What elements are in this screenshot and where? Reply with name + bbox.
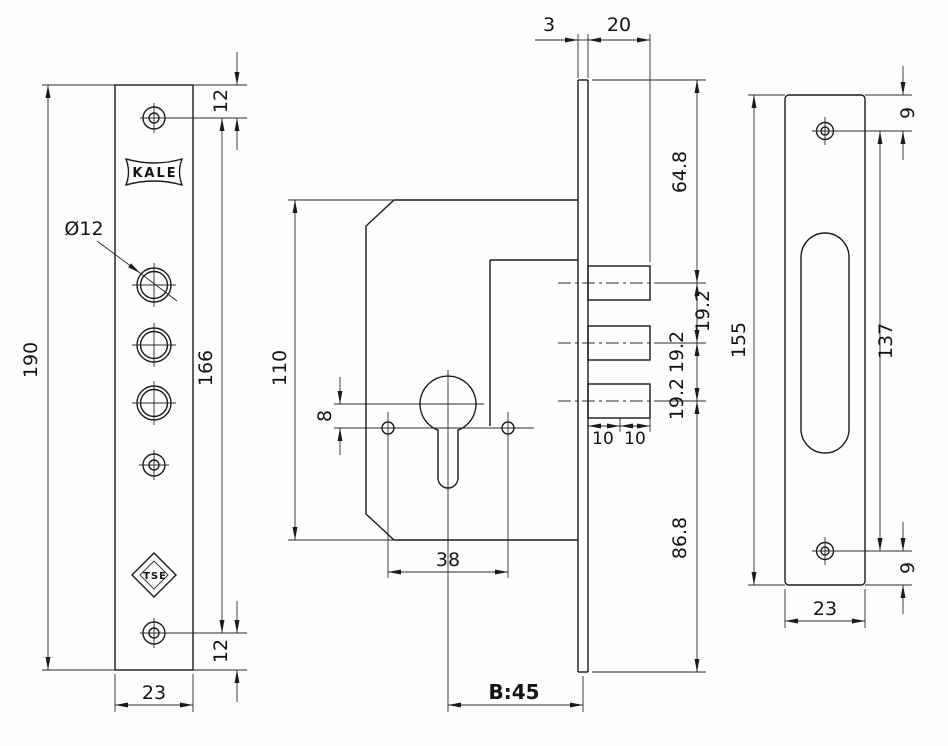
fixing-hole-left (381, 412, 395, 578)
left-view-faceplate: KALE Ø12 (20, 52, 247, 712)
deadbolt-1 (558, 265, 662, 301)
dim-right-width-label: 23 (813, 598, 837, 620)
lock-case-outline (365, 199, 578, 541)
bolt-hole-2 (132, 323, 176, 367)
middle-view-lock-body: 110 8 38 B:45 3 20 (269, 14, 714, 712)
middle-screw-hole (139, 450, 169, 480)
bolt-hole-3 (132, 381, 176, 425)
hole-diameter-label: Ø12 (64, 218, 103, 240)
inner-case-step (489, 259, 578, 426)
rear-top-screw-hole (812, 117, 912, 145)
cylinder-center-lines (334, 370, 534, 712)
dim-face-thickness-label: 3 (543, 14, 555, 36)
dim-right-top-offset-label: 9 (897, 107, 919, 119)
dim-left-hole-span-label: 166 (195, 350, 217, 386)
dim-body-height-label: 110 (269, 350, 291, 386)
bottom-screw-hole (140, 618, 247, 648)
dim-throw-b-label: 10 (624, 429, 646, 449)
kale-logo: KALE (124, 157, 184, 187)
dim-bolt-gap-3-label: 19.2 (666, 378, 688, 420)
deadbolt-2 (558, 325, 662, 361)
faceplate-outline (114, 84, 194, 671)
tse-mark-label: TSE (143, 571, 167, 582)
dim-left-width-label: 23 (142, 682, 166, 704)
deadbolt-3 (558, 383, 662, 419)
rear-plate-outline (784, 94, 866, 586)
rear-bottom-screw-hole (812, 537, 912, 565)
right-view-dimensions: 155 137 9 9 23 (728, 66, 919, 628)
hole-diameter-leader: Ø12 (64, 218, 178, 302)
dim-bolt-throw-label: 20 (607, 14, 631, 36)
fixing-hole-right (501, 412, 515, 578)
dim-left-bottom-offset-label: 12 (210, 639, 232, 663)
tse-mark: TSE (131, 552, 177, 598)
dim-hole-span-label: 38 (436, 549, 460, 571)
dim-bolt-gap-2-label: 19.2 (666, 331, 688, 373)
right-view-plate: 155 137 9 9 23 (728, 66, 919, 628)
euro-cylinder-hole (419, 375, 477, 489)
dim-right-hole-span-label: 137 (875, 323, 897, 359)
faceplate-strip (577, 79, 589, 673)
backset-label: B:45 (488, 680, 539, 704)
kale-logo-label: KALE (132, 166, 177, 181)
dim-throw-a-label: 10 (592, 429, 614, 449)
dim-left-height-label: 190 (20, 342, 42, 378)
dim-left-top-offset-label: 12 (210, 89, 232, 113)
dim-bolt-gap-1-label: 19.2 (692, 290, 714, 332)
dim-right-height-label: 155 (728, 322, 750, 358)
middle-view-dimensions: 110 8 38 B:45 3 20 (269, 14, 714, 712)
top-screw-hole (140, 103, 247, 133)
dim-bolt-to-bottom-label: 86.8 (669, 517, 691, 559)
dim-top-to-bolt-label: 64.8 (669, 151, 691, 193)
left-view-dimensions: 190 12 166 12 23 (20, 52, 247, 712)
oval-slot (800, 232, 850, 454)
bolt-hole-1 (132, 263, 176, 307)
dim-cylinder-offset-label: 8 (314, 410, 336, 422)
dim-right-bottom-offset-label: 9 (897, 562, 919, 574)
